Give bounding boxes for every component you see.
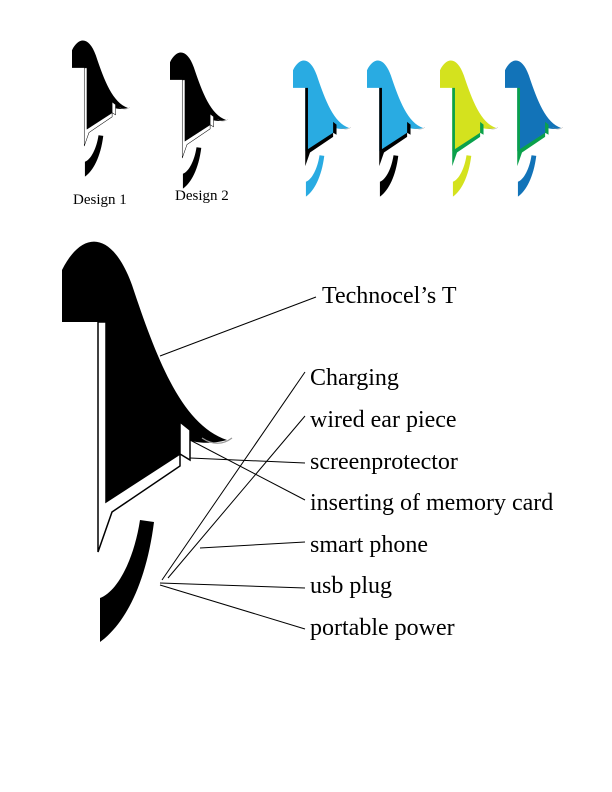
- leader-line-8: [159, 584, 306, 630]
- design-variant-2: [170, 52, 228, 189]
- callout-label-6: smart phone: [310, 532, 428, 558]
- design-variant-4: [367, 60, 425, 197]
- callout-label-1: Technocel’s T: [322, 283, 457, 309]
- leader-line-1: [159, 296, 317, 357]
- main-logo-mark: [62, 241, 233, 642]
- callout-label-5: inserting of memory card: [310, 490, 553, 516]
- design-caption-1: Design 1: [73, 192, 127, 208]
- callout-labels: Technocel’s T Charging wired ear piece scre…: [310, 283, 553, 641]
- callout-leader-lines: [159, 296, 317, 630]
- leader-line-6: [199, 541, 306, 549]
- leader-line-7: [159, 582, 306, 589]
- design-variant-3: [293, 60, 351, 197]
- leader-line-5: [189, 439, 306, 501]
- callout-label-4: screenprotector: [310, 449, 458, 475]
- callout-label-3: wired ear piece: [310, 407, 457, 433]
- design-variant-6: [505, 60, 563, 197]
- technocel-logo-large: [62, 241, 233, 642]
- callout-label-8: portable power: [310, 615, 455, 641]
- callout-label-7: usb plug: [310, 573, 392, 599]
- leader-line-3: [167, 415, 306, 579]
- leader-line-2: [161, 371, 306, 581]
- design-variant-1: [72, 40, 130, 177]
- design-variant-5: [440, 60, 498, 197]
- leader-line-4: [189, 457, 306, 464]
- callout-label-2: Charging: [310, 365, 399, 391]
- design-caption-2: Design 2: [175, 188, 229, 204]
- design-variants-row: Design 1 Design 2: [72, 40, 563, 208]
